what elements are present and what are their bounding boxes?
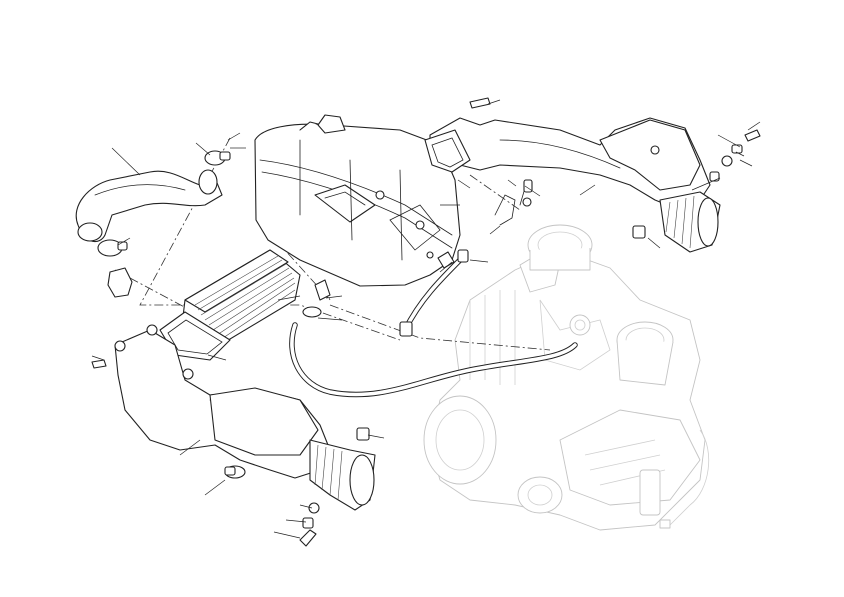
breather-hose (289, 249, 578, 398)
lower-intake-duct (91, 324, 376, 547)
air-filter (159, 249, 301, 361)
right-intake-duct (424, 97, 761, 253)
engine-assembly (423, 224, 710, 531)
left-intake-duct (75, 150, 231, 298)
airbox (254, 114, 461, 287)
leader-lines (91, 99, 761, 539)
